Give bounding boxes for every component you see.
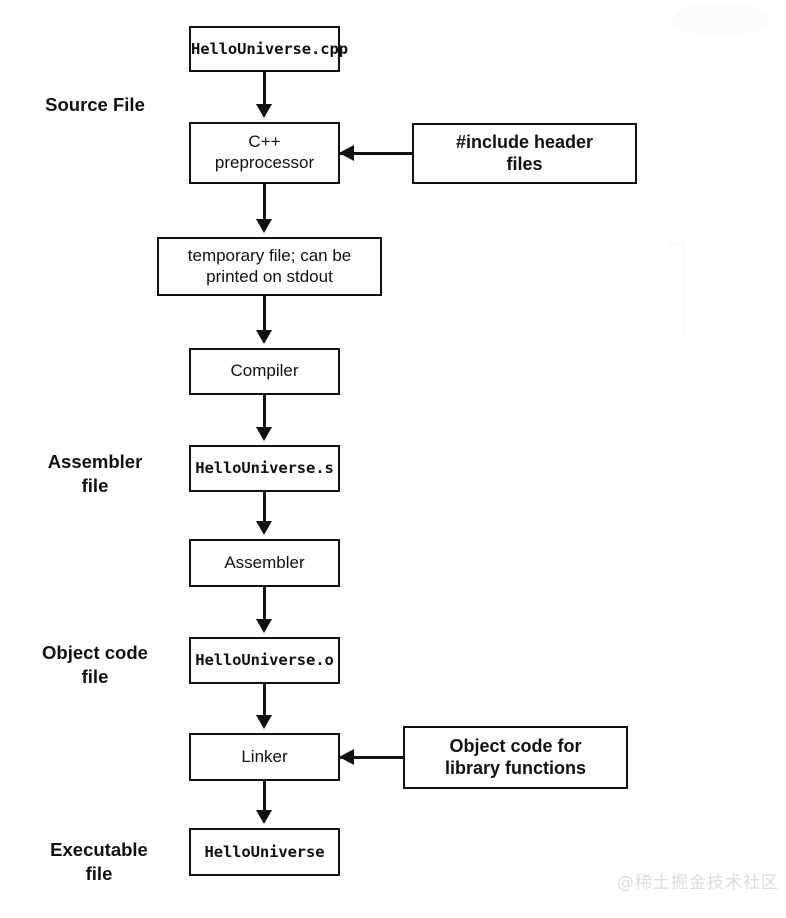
row-label-object-code-file: Object code file [42,642,148,688]
node-assembly-file[interactable]: HelloUniverse.s [189,445,340,492]
connector-library-to-linker [340,756,404,759]
row-label-executable-file: Executable file [50,839,148,885]
row-label-source-file: Source File [45,94,145,115]
node-executable-file-label: HelloUniverse [204,842,325,861]
connector-linker-to-exefile [263,781,266,815]
arrowhead-asmfile-to-assembler [255,521,272,535]
arrowhead-assembler-to-objfile [255,619,272,633]
connector-tempfile-to-compiler [263,296,266,334]
node-linker[interactable]: Linker [189,733,340,781]
node-executable-file[interactable]: HelloUniverse [189,828,340,876]
node-preprocessor-label: C++ preprocessor [214,132,315,172]
note-include-header-files-label: #include header files [455,131,594,174]
node-assembler[interactable]: Assembler [189,539,340,587]
node-object-file[interactable]: HelloUniverse.o [189,637,340,684]
node-compiler-label: Compiler [230,361,299,381]
node-assembler-label: Assembler [224,552,305,572]
node-temporary-file-label: temporary file; can be printed on stdout [187,245,352,286]
node-source-file-label: HelloUniverse.cpp [191,39,348,58]
connector-assembler-to-objfile [263,587,266,626]
node-assembly-file-label: HelloUniverse.s [195,459,334,478]
connector-objfile-to-linker [263,684,266,721]
arrowhead-objfile-to-linker [255,715,272,729]
arrowhead-preprocessor-to-tempfile [255,219,272,233]
connector-asmfile-to-assembler [263,492,266,529]
arrowhead-tempfile-to-compiler [255,330,272,344]
connector-preprocessor-to-tempfile [263,184,266,223]
arrowhead-linker-to-exefile [255,810,272,824]
scan-artifact-top-edge [672,4,768,34]
arrowhead-library-to-linker [339,748,354,765]
note-library-object-code[interactable]: Object code for library functions [403,726,628,789]
node-compiler[interactable]: Compiler [189,348,340,395]
note-include-header-files[interactable]: #include header files [412,123,637,184]
arrowhead-include-to-preprocessor [339,144,354,161]
connector-include-to-preprocessor [340,152,413,155]
note-library-object-code-label: Object code for library functions [444,735,587,778]
row-label-assembler-file: Assembler file [47,451,143,497]
arrowhead-source-to-preprocessor [255,104,272,118]
node-preprocessor[interactable]: C++ preprocessor [189,122,340,184]
node-object-file-label: HelloUniverse.o [195,651,334,670]
connector-source-to-preprocessor [263,72,266,108]
watermark: @稀土掘金技术社区 [617,873,779,893]
scan-artifact-upper-right [668,242,685,335]
node-source-file[interactable]: HelloUniverse.cpp [189,26,348,72]
node-linker-label: Linker [241,746,288,766]
arrowhead-compiler-to-asmfile [255,427,272,441]
connector-compiler-to-asmfile [263,395,266,431]
node-temporary-file[interactable]: temporary file; can be printed on stdout [157,237,382,296]
